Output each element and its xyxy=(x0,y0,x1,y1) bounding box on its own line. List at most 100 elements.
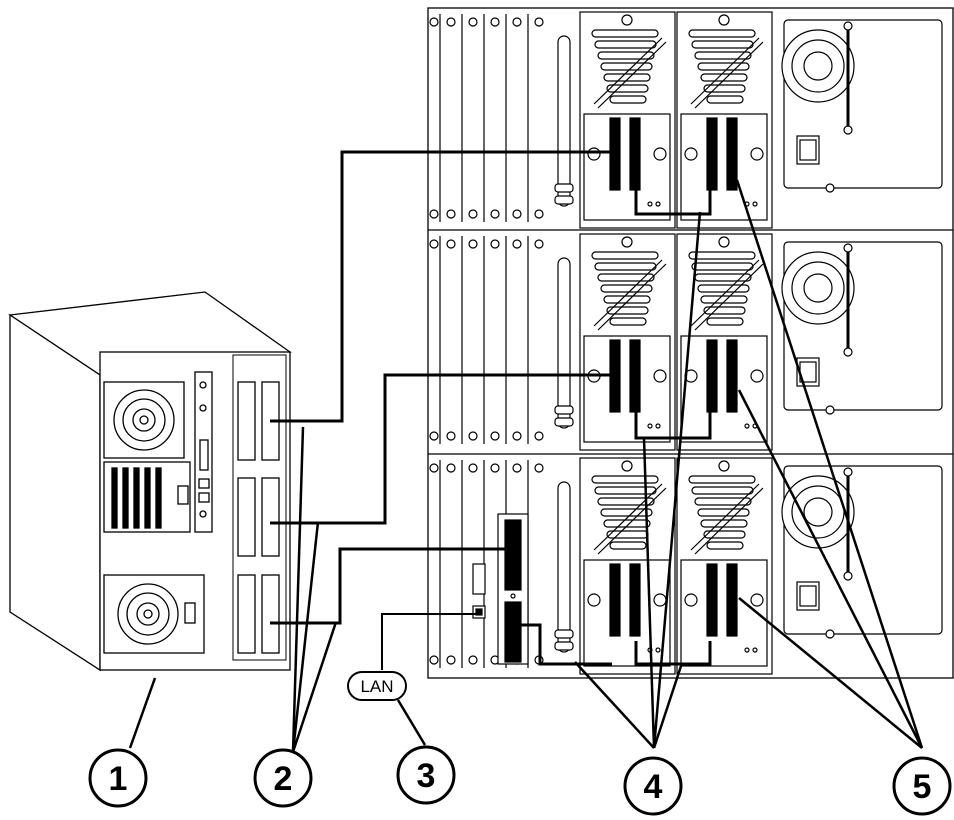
callout-3: 3 xyxy=(396,745,456,805)
slot-screw xyxy=(446,239,456,249)
slot-screw xyxy=(468,431,478,441)
slot-screw xyxy=(429,431,439,441)
psu-handle-pin xyxy=(843,571,853,581)
connector-plate xyxy=(583,335,671,443)
callout-1: 1 xyxy=(88,748,148,808)
drive-screw xyxy=(718,14,730,26)
ethernet-jack xyxy=(475,608,483,616)
drive-screw xyxy=(621,14,633,26)
plate-screw xyxy=(750,369,764,383)
scsi-connector xyxy=(629,563,641,637)
scsi-connector xyxy=(609,117,621,191)
led xyxy=(655,647,661,653)
drive-vent xyxy=(600,508,653,517)
server-tower xyxy=(8,291,292,672)
slot-screw xyxy=(490,209,500,219)
drive-vent xyxy=(591,251,659,260)
connector-plate xyxy=(680,113,768,221)
drive-vent xyxy=(697,508,750,517)
power-supply xyxy=(781,19,943,193)
slot-screw xyxy=(429,463,439,473)
callout-4: 4 xyxy=(623,756,683,816)
scsi-cables xyxy=(270,150,712,666)
magazine-latch xyxy=(554,629,574,639)
plate-screw xyxy=(653,593,667,607)
slot-screw xyxy=(512,431,522,441)
callout-2: 2 xyxy=(253,748,313,808)
drive-screw xyxy=(621,460,633,472)
drive-vent xyxy=(700,73,748,82)
slot-screw xyxy=(534,431,544,441)
drive-vent xyxy=(706,95,744,104)
drive-vent xyxy=(591,29,659,38)
led xyxy=(744,423,750,429)
slot-screw xyxy=(512,209,522,219)
scsi-connector xyxy=(726,563,738,637)
drive-vent xyxy=(694,273,752,282)
plate-screw xyxy=(653,369,667,383)
drive-vent xyxy=(691,486,754,495)
drive-vent xyxy=(603,73,651,82)
drive-vent xyxy=(609,95,647,104)
drive-vent xyxy=(703,530,746,539)
drive-vent xyxy=(694,497,752,506)
slot-screw xyxy=(490,239,500,249)
tape-drive xyxy=(579,457,676,675)
connector-plate xyxy=(583,113,671,221)
drive-vent xyxy=(603,295,651,304)
callout-2-label: 2 xyxy=(274,760,293,798)
callout-5-label: 5 xyxy=(913,768,932,806)
slot-screw xyxy=(446,209,456,219)
drive-vent xyxy=(694,51,752,60)
magazine-latch xyxy=(554,417,574,427)
drive-vent xyxy=(691,40,754,49)
drive-vent xyxy=(700,295,748,304)
drive-vent xyxy=(691,262,754,271)
magazine-handle xyxy=(557,35,571,207)
drive-vent xyxy=(703,306,746,315)
magazine-latch xyxy=(554,641,574,651)
drive-vent xyxy=(606,306,649,315)
drive-vent xyxy=(600,284,653,293)
drive-diagonal xyxy=(690,37,760,105)
psu-screw xyxy=(825,183,835,193)
drive-vent xyxy=(597,497,655,506)
drive-vent xyxy=(688,29,756,38)
connector-plate xyxy=(680,559,768,667)
drive-diagonal xyxy=(593,37,663,105)
drive-diagonal xyxy=(694,487,764,555)
drive-screw xyxy=(718,236,730,248)
led xyxy=(752,201,758,207)
led xyxy=(655,423,661,429)
led xyxy=(744,647,750,653)
power-supply xyxy=(781,465,943,639)
drive-vent xyxy=(609,317,647,326)
callout-4-label: 4 xyxy=(644,768,663,806)
slot-screw xyxy=(468,463,478,473)
plate-screw xyxy=(587,147,601,161)
led xyxy=(647,423,653,429)
slot-screw xyxy=(512,17,522,27)
library-module xyxy=(429,457,943,675)
drive-vent xyxy=(697,62,750,71)
slot-screw xyxy=(490,17,500,27)
callout-5: 5 xyxy=(892,756,952,816)
tape-drive xyxy=(676,11,773,229)
drive-vent xyxy=(591,475,659,484)
drive-diagonal xyxy=(694,41,764,109)
drive-diagonal xyxy=(694,263,764,331)
drive-diagonal xyxy=(597,41,667,109)
magazine-latch xyxy=(554,183,574,193)
slot-screw xyxy=(490,431,500,441)
plate-screw xyxy=(684,147,698,161)
drive-vent xyxy=(597,51,655,60)
drive-screw xyxy=(718,460,730,472)
library-module xyxy=(429,11,943,229)
scsi-connector xyxy=(726,117,738,191)
drive-screw xyxy=(621,236,633,248)
slot-screw xyxy=(446,17,456,27)
slot-screw xyxy=(534,209,544,219)
plate-screw xyxy=(653,147,667,161)
drive-vent xyxy=(594,40,657,49)
drive-vent xyxy=(700,519,748,528)
